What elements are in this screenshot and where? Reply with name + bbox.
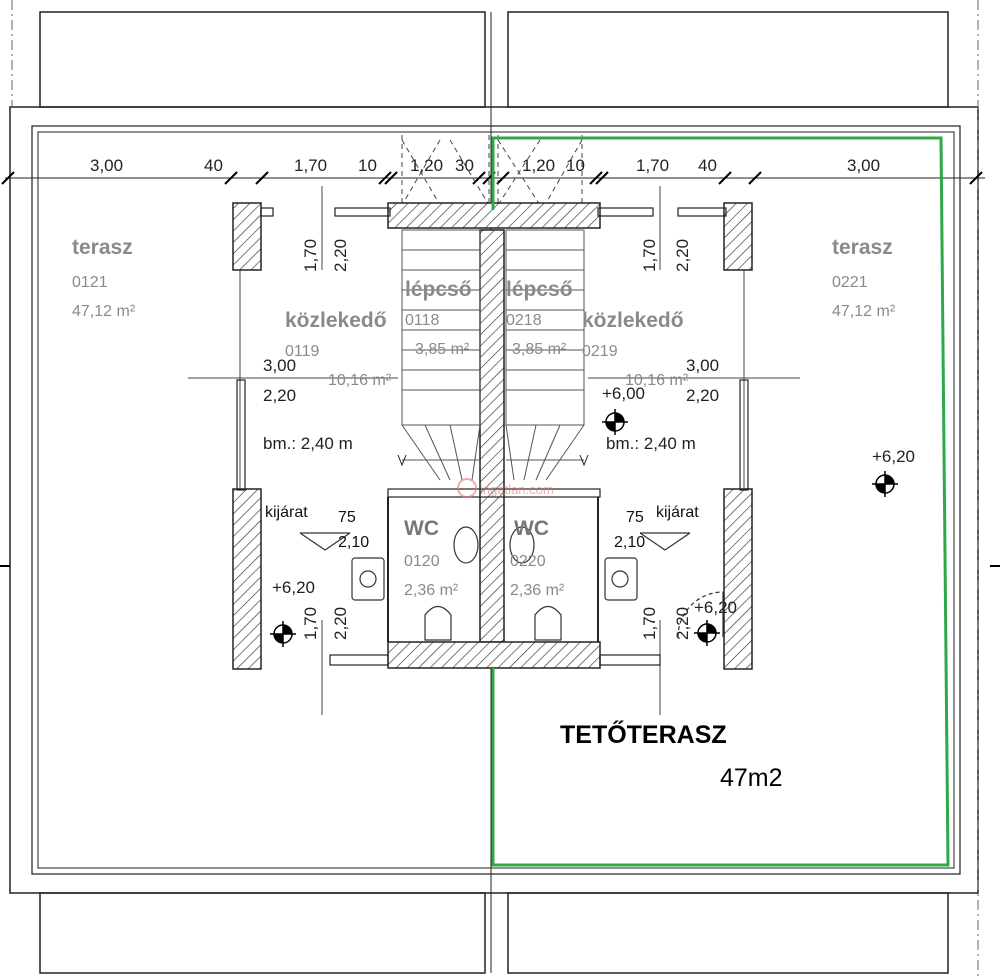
- door-height-left: 2,10: [338, 534, 369, 551]
- room-name-wc-right: WC: [514, 517, 549, 540]
- exit-label-right: kijárat: [656, 504, 699, 521]
- dim-mid-left-1: 3,00: [263, 356, 296, 375]
- dim-mid-right-2: 2,20: [686, 386, 719, 405]
- dim-mid-right-1: 3,00: [686, 356, 719, 375]
- wc-fixtures: [299, 526, 724, 641]
- dimension-chain-top: 3,00 40 1,70 10 1,20 30 1,20 10 1,70 40 …: [1, 156, 985, 185]
- exit-label-left: kijárat: [265, 504, 308, 521]
- dim-top-3: 1,70: [294, 156, 327, 175]
- dim-lower-left-2: 2,20: [331, 607, 350, 640]
- room-code-terrace-left: 0121: [72, 274, 108, 291]
- dim-top-4: 10: [358, 156, 377, 175]
- dim-top-9: 1,70: [636, 156, 669, 175]
- room-name-corridor-right: közlekedő: [582, 309, 684, 332]
- room-name-terrace-left: terasz: [72, 236, 133, 259]
- dim-lower-right-1: 1,70: [640, 607, 659, 640]
- highlight-title: TETŐTERASZ: [560, 720, 727, 749]
- dim-top-5: 1,20: [410, 156, 443, 175]
- ceiling-height-left: bm.: 2,40 m: [263, 434, 353, 453]
- roof-terrace-highlight: [491, 136, 950, 867]
- room-area-corridor-right: 10,16 m²: [625, 372, 689, 389]
- door-height-right: 2,10: [614, 534, 645, 551]
- room-code-stair-left: 0118: [405, 312, 440, 329]
- room-code-wc-right: 0220: [510, 553, 546, 570]
- ceiling-height-right: bm.: 2,40 m: [606, 434, 696, 453]
- door-width-right: 75: [626, 509, 644, 526]
- room-area-corridor-left: 10,16 m²: [328, 372, 392, 389]
- room-name-stair-right: lépcső: [506, 278, 573, 301]
- door-width-left: 75: [338, 509, 356, 526]
- room-area-stair-left: 3,85 m²: [415, 341, 470, 358]
- room-name-corridor-left: közlekedő: [285, 309, 387, 332]
- level-label-600: +6,00: [602, 384, 645, 403]
- watermark: ingatlan.com: [457, 478, 554, 498]
- dim-lower-right-2: 2,20: [673, 607, 692, 640]
- walls-left-unit: [232, 202, 753, 670]
- highlight-area: 47m2: [720, 764, 783, 792]
- level-label-620-right-mid: +6,20: [872, 447, 915, 466]
- room-area-terrace-left: 47,12 m²: [72, 303, 136, 320]
- stair-opening-lines: [401, 135, 583, 207]
- dim-top-11: 3,00: [847, 156, 880, 175]
- room-area-wc-left: 2,36 m²: [404, 582, 459, 599]
- room-code-corridor-right: 0219: [582, 343, 618, 360]
- room-area-wc-right: 2,36 m²: [510, 582, 565, 599]
- room-code-stair-right: 0218: [506, 312, 542, 329]
- dim-top-2: 40: [204, 156, 223, 175]
- dim-top-10: 40: [698, 156, 717, 175]
- dim-vert-right-1: 1,70: [640, 239, 659, 272]
- room-name-wc-left: WC: [404, 517, 439, 540]
- level-marker-icon: [602, 409, 628, 435]
- dim-mid-left-2: 2,20: [263, 386, 296, 405]
- dim-lower-left-1: 1,70: [301, 607, 320, 640]
- dim-top-7: 1,20: [522, 156, 555, 175]
- dim-vert-left-1: 1,70: [301, 239, 320, 272]
- room-area-stair-right: 3,85 m²: [512, 341, 567, 358]
- level-marker-icon: [872, 471, 898, 497]
- dim-vert-right-2: 2,20: [673, 239, 692, 272]
- stairs: [397, 229, 589, 481]
- dim-vert-left-2: 2,20: [331, 239, 350, 272]
- level-marker-icon: [270, 621, 296, 647]
- level-label-620-right-low: +6,20: [694, 598, 737, 617]
- room-name-terrace-right: terasz: [832, 236, 893, 259]
- room-name-stair-left: lépcső: [405, 278, 472, 301]
- room-code-terrace-right: 0221: [832, 274, 868, 291]
- level-markers: [270, 409, 898, 647]
- level-marker-icon: [694, 620, 720, 646]
- dim-top-1: 3,00: [90, 156, 123, 175]
- dim-top-6: 30: [455, 156, 474, 175]
- room-area-terrace-right: 47,12 m²: [832, 303, 896, 320]
- level-label-620-left: +6,20: [272, 578, 315, 597]
- room-code-wc-left: 0120: [404, 553, 440, 570]
- room-code-corridor-left: 0119: [285, 343, 320, 360]
- watermark-text: ingatlan.com: [480, 482, 554, 497]
- dim-top-8: 10: [566, 156, 585, 175]
- vertical-dimensions: 1,70 2,20 1,70 2,20 1,70 2,20 1,70 2,20: [301, 239, 692, 640]
